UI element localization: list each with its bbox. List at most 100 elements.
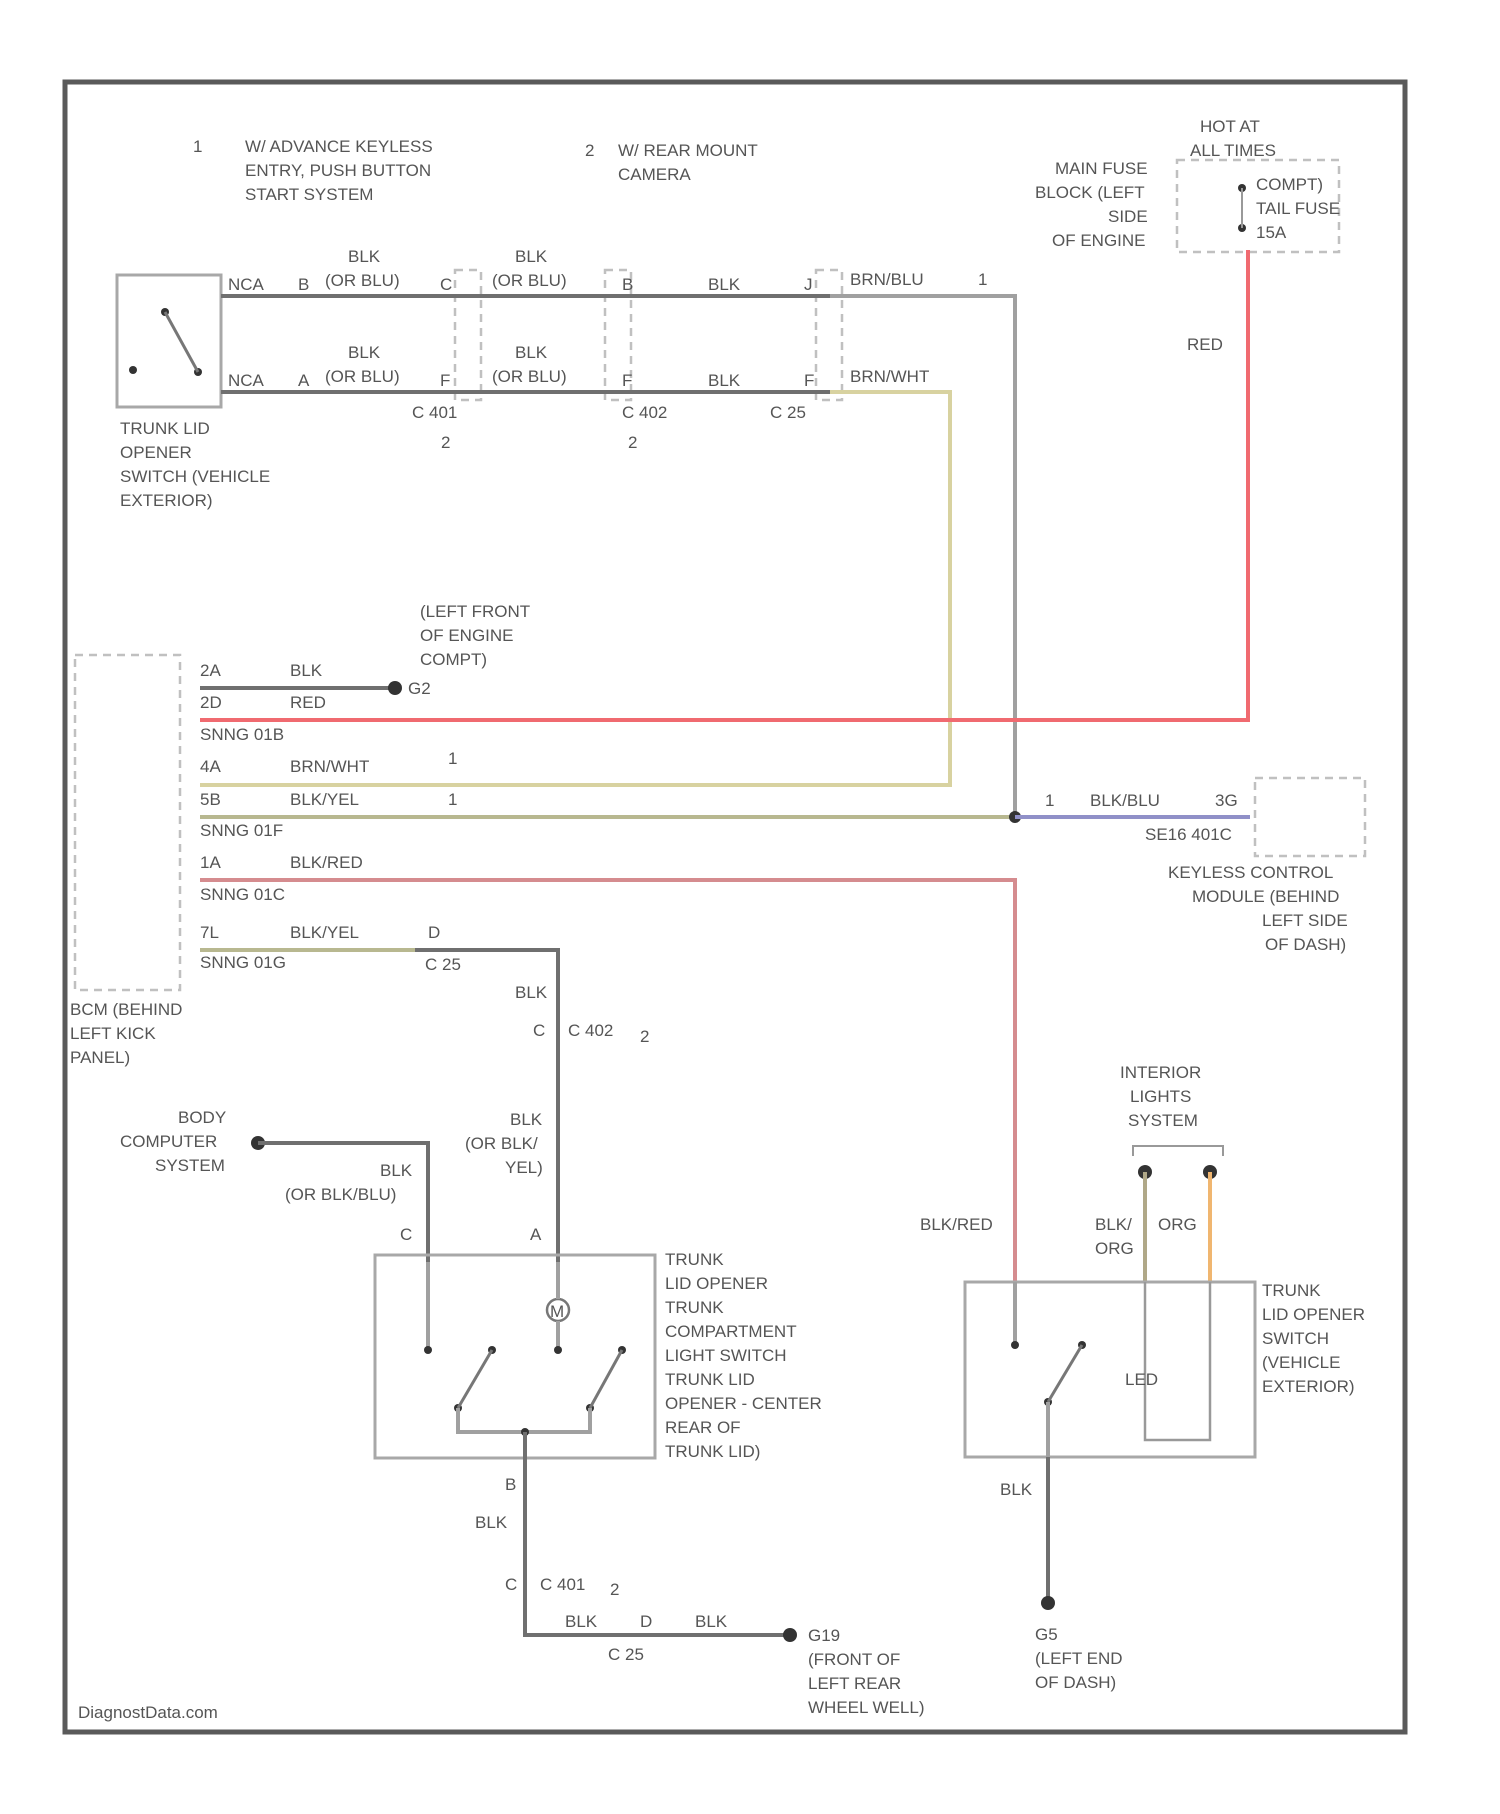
center-switch-name-1: TRUNK (665, 1250, 724, 1269)
bcm-connector-4: SNNG 01G (200, 953, 286, 972)
top-wire-d-alt: (OR BLU) (325, 367, 400, 386)
connector-c401-outline (455, 270, 481, 400)
bcm-connector-2: SNNG 01F (200, 821, 283, 840)
top-wire-b-alt: (OR BLU) (492, 271, 567, 290)
center-blk-label-1: BLK (515, 983, 548, 1002)
note-2-line-2: CAMERA (618, 165, 691, 184)
center-c402-label: C 402 (568, 1021, 613, 1040)
center-blk-label-3: BLK (380, 1161, 413, 1180)
right-blk-label: BLK (1000, 1480, 1033, 1499)
ground-g5-line-1: (LEFT END (1035, 1649, 1123, 1668)
center-c401-note: 2 (610, 1580, 619, 1599)
center-switch-contact-1 (424, 1346, 432, 1354)
bcm-note-5b: 1 (448, 790, 457, 809)
center-switch-name-9: TRUNK LID) (665, 1442, 760, 1461)
ground-g2-id: G2 (408, 679, 431, 698)
top-pin-f1: F (440, 371, 450, 390)
ground-g2-dot (388, 681, 402, 695)
center-switch-name-5: LIGHT SWITCH (665, 1346, 787, 1365)
interior-lights-line-3: SYSTEM (1128, 1111, 1198, 1130)
ground-g19-line-1: (FRONT OF (808, 1650, 900, 1669)
keyless-name-2: MODULE (BEHIND (1192, 887, 1339, 906)
top-pin-f3: F (804, 371, 814, 390)
top-pin-j1: J (804, 275, 813, 294)
bcm-wire-2a: BLK (290, 661, 323, 680)
keyless-name-3: LEFT SIDE (1262, 911, 1348, 930)
top-pin-f2: F (622, 371, 632, 390)
brn-wht-label: BRN/WHT (850, 367, 929, 386)
ground-g19-line-3: WHEEL WELL) (808, 1698, 925, 1717)
center-pin-d: D (640, 1612, 652, 1631)
bcm-wire-5b: BLK/YEL (290, 790, 359, 809)
fuse-label-1: COMPT) (1256, 175, 1323, 194)
bcm-outline (75, 655, 180, 990)
top-wire-f-color: BLK (708, 371, 741, 390)
body-computer-line-3: SYSTEM (155, 1156, 225, 1175)
motor-label: M (550, 1302, 564, 1321)
bcm-c25-label: C 25 (425, 955, 461, 974)
center-yel-label: YEL) (505, 1158, 543, 1177)
ground-g2-line-3: COMPT) (420, 650, 487, 669)
keyless-connector: SE16 401C (1145, 825, 1232, 844)
top-pin-a1: A (298, 371, 310, 390)
brn-blu-note: 1 (978, 270, 987, 289)
top-switch-name-1: TRUNK LID (120, 419, 210, 438)
interior-lights-line-2: LIGHTS (1130, 1087, 1191, 1106)
center-switch-contact-4 (554, 1346, 562, 1354)
top-nca-2: NCA (228, 371, 265, 390)
brn-blu-label: BRN/BLU (850, 270, 924, 289)
c401-note: 2 (441, 433, 450, 452)
fuse-block-label-3: SIDE (1108, 207, 1148, 226)
fuse-red-wire-label: RED (1187, 335, 1223, 354)
top-switch-name-3: SWITCH (VEHICLE (120, 467, 270, 486)
right-switch-arm (1048, 1345, 1082, 1402)
center-pin-c2: C (400, 1225, 412, 1244)
c25-top-label: C 25 (770, 403, 806, 422)
center-switch-name-8: REAR OF (665, 1418, 741, 1437)
red-wire (200, 250, 1248, 720)
fuse-block-label-1: MAIN FUSE (1055, 159, 1148, 178)
note-1-line-1: W/ ADVANCE KEYLESS (245, 137, 433, 156)
note-1-line-2: ENTRY, PUSH BUTTON (245, 161, 431, 180)
keyless-pin-1: 1 (1045, 791, 1054, 810)
right-blkorg-label-1: BLK/ (1095, 1215, 1132, 1234)
center-c401-label: C 401 (540, 1575, 585, 1594)
bcm-pin-4a: 4A (200, 757, 221, 776)
keyless-name-1: KEYLESS CONTROL (1168, 863, 1333, 882)
bcm-pin-2d: 2D (200, 693, 222, 712)
top-switch-box (117, 275, 221, 407)
right-switch-name-4: (VEHICLE (1262, 1353, 1340, 1372)
top-pin-c1: C (440, 275, 452, 294)
note-1-number: 1 (193, 137, 202, 156)
center-c402-note: 2 (640, 1027, 649, 1046)
keyless-name-4: OF DASH) (1265, 935, 1346, 954)
fuse-hot-label-1: HOT AT (1200, 117, 1260, 136)
bcm-pin-2a: 2A (200, 661, 221, 680)
center-blk-label-5: BLK (565, 1612, 598, 1631)
led-circuit (1145, 1282, 1210, 1440)
center-blk-label-4: BLK (475, 1513, 508, 1532)
top-switch-name-4: EXTERIOR) (120, 491, 213, 510)
ground-g5-line-2: OF DASH) (1035, 1673, 1116, 1692)
interior-lights-line-1: INTERIOR (1120, 1063, 1201, 1082)
keyless-wire: BLK/BLU (1090, 791, 1160, 810)
center-switch-name-6: TRUNK LID (665, 1370, 755, 1389)
keyless-module-outline (1255, 778, 1365, 856)
top-wire-b-color: BLK (515, 247, 548, 266)
ground-g19-id: G19 (808, 1626, 840, 1645)
ground-g2-line-1: (LEFT FRONT (420, 602, 530, 621)
ground-g19-line-2: LEFT REAR (808, 1674, 901, 1693)
top-wire-a-color: BLK (348, 247, 381, 266)
interior-lights-bracket (1133, 1146, 1223, 1156)
top-wire-c-color: BLK (708, 275, 741, 294)
footer-watermark: DiagnostData.com (78, 1703, 218, 1722)
top-wire-e-color: BLK (515, 343, 548, 362)
diagram-frame (65, 82, 1405, 1732)
bcm-pin-7l: 7L (200, 923, 219, 942)
body-computer-line-2: COMPUTER (120, 1132, 217, 1151)
center-blk-label-6: BLK (695, 1612, 728, 1631)
center-switch-name-2: LID OPENER (665, 1274, 768, 1293)
fuse-hot-label-2: ALL TIMES (1190, 141, 1276, 160)
fuse-block-label-2: BLOCK (LEFT (1035, 183, 1145, 202)
